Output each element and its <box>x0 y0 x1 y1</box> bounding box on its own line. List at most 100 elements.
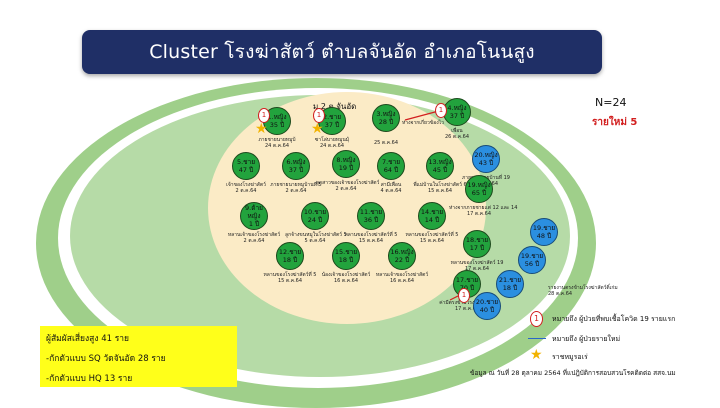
case-caption: หลานของโรงฆ่าสัตว์ที่ 5 15 ต.ค.64 <box>344 232 398 244</box>
case-age: 1 ปี <box>248 220 260 228</box>
case-name: 18.ชาย <box>465 236 489 244</box>
link-caption: ห่างจากเกี่ยวข้องไว <box>402 120 444 126</box>
case-caption: ห่างจากภายชายแต่ 12 และ 14 17 ต.ค.64 <box>449 205 517 217</box>
case-age: 48 ปี <box>536 232 552 240</box>
case-name: 20.ชาย <box>475 298 499 306</box>
legend-new-case-text: หมายถึง ผู้ป่วยรายใหม่ <box>552 335 621 343</box>
case-caption: 25 ต.ค.64 <box>373 140 399 146</box>
case-caption: หลานเจ้าของโรงฆ่าสัตว์ 2 ต.ค.64 <box>227 232 281 244</box>
case-age: 28 ปี <box>378 118 394 126</box>
case-name: 21.ชาย <box>498 276 522 284</box>
title-banner: Cluster โรงฆ่าสัตว์ ตำบลจันอัด อำเภอโนนส… <box>82 30 602 74</box>
case-name: 12.ชาย <box>278 248 302 256</box>
case-name: 4.หญิง <box>447 104 467 112</box>
case-age: 17 ปี <box>469 244 485 252</box>
case-name: 13.หญิง <box>428 158 452 166</box>
case-name: 19.หญิง <box>467 181 491 189</box>
info-line-3: -กักตัวแบบ HQ 13 ราย <box>46 374 133 384</box>
case-caption: หลานของโรงฆ่าสัตว์ที่ 5 15 ต.ค.64 <box>405 232 459 244</box>
case-age: 35 ปี <box>269 121 285 129</box>
case-age: 43 ปี <box>478 159 494 167</box>
case-caption: หลานของโรงฆ่าสัตว์ 19 17 ต.ค.64 <box>450 260 504 272</box>
case-age: 37 ปี <box>449 112 465 120</box>
case-name: 15.ชาย <box>334 248 358 256</box>
village-label: ม.2 ต.จันอัด <box>313 102 357 111</box>
index-case-badge-4: 1 <box>458 288 470 303</box>
case-name: 8.หญิง <box>336 156 356 164</box>
total-count-label: N=24 <box>595 96 627 109</box>
case-age: 40 ปี <box>479 306 495 314</box>
case-age: 18 ปี <box>502 284 518 292</box>
legend-first-case-text: หมายถึง ผู้ป่วยที่พบเชื้อโควิด 19 รายแรก <box>552 315 676 323</box>
case-name: 1.หญิง <box>267 113 287 121</box>
case-name: 19.ชาย <box>532 224 556 232</box>
legend-village-head-text: ราชหมูรอเร่ <box>552 353 588 361</box>
case-age: 37 ปี <box>288 166 304 174</box>
case-name: 11.ชาย <box>359 208 383 216</box>
case-caption: ภายชายนายหมูบ้ 24 ต.ค.64 <box>258 137 296 149</box>
risk-contact-box <box>40 326 237 387</box>
case-age: 37 ปี <box>324 121 340 129</box>
case-name: 9.ต้ายหญิง <box>245 204 263 220</box>
case-caption: ซาโล่บายหมูนมุ้ 24 ต.ค.64 <box>314 137 350 149</box>
case-name: 2.ชาย <box>322 113 342 121</box>
legend-new-case-icon <box>528 338 546 339</box>
info-line-2: -กักตัวแบบ SQ วัดจันอัด 28 ราย <box>46 354 166 364</box>
case-caption: เจ้าของโรงฆ่าสัตว์ 2 ต.ค.64 <box>226 182 266 194</box>
case-name: 7.ชาย <box>381 158 401 166</box>
index-case-badge-3: 1 <box>435 103 447 118</box>
case-name: 17.ชาย <box>455 276 479 284</box>
outer-caption: รายงานตรงข้ามโรงฆ่าสัตว์ติ์เก่ม 28 ต.ค.6… <box>548 285 618 297</box>
slide-title: Cluster โรงฆ่าสัตว์ ตำบลจันอัด อำเภอโนนส… <box>149 41 535 63</box>
case-age: 22 ปี <box>394 256 410 264</box>
case-age: 18 ปี <box>338 256 354 264</box>
source-note: ข้อมูล ณ วันที่ 28 ตุลาคม 2564 ที่แปฎิบั… <box>470 369 676 377</box>
case-caption: น้องเจ้าของโรงฆ่าสัตว์ 16 ต.ค.64 <box>321 272 371 284</box>
case-age: 24 ปี <box>307 216 323 224</box>
index-case-badge-2: 1 <box>313 108 325 123</box>
case-age: 65 ปี <box>471 189 487 197</box>
case-caption: ภายชายนายหมูบ้านที่ 5 2 ต.ค.64 <box>270 182 322 194</box>
case-caption: ลูกสาวของเจ้าของโรงฆ่าสัตว์ 2 ต.ค.64 <box>316 180 380 192</box>
info-line-1: ผู้สัมผัสเสี่ยงสูง 41 ราย <box>46 334 130 344</box>
case-age: 64 ปี <box>383 166 399 174</box>
case-name: 20.หญิง <box>474 151 498 159</box>
case-age: 19 ปี <box>338 164 354 172</box>
star-icon: ★ <box>311 121 324 137</box>
new-cases-label: รายใหม่ 5 <box>592 117 638 128</box>
legend-star-icon: ★ <box>530 347 543 363</box>
case-age: 14 ปี <box>424 216 440 224</box>
case-caption: หลานของโรงฆ่าสัตว์ที่ 5 15 ต.ค.64 <box>263 272 317 284</box>
case-age: 70 ปี <box>459 284 475 292</box>
case-caption: หลานเจ้าของโรงฆ่าสัตว์ 16 ต.ค.64 <box>375 272 429 284</box>
star-icon: ★ <box>255 121 268 137</box>
case-name: 10.ชาย <box>303 208 327 216</box>
index-case-badge-1: 1 <box>258 108 270 123</box>
case-age: 18 ปี <box>282 256 298 264</box>
case-age: 45 ปี <box>432 166 448 174</box>
case-caption: เพื่อน 26 ต.ค.64 <box>444 128 470 140</box>
case-age: 47 ปี <box>238 166 254 174</box>
